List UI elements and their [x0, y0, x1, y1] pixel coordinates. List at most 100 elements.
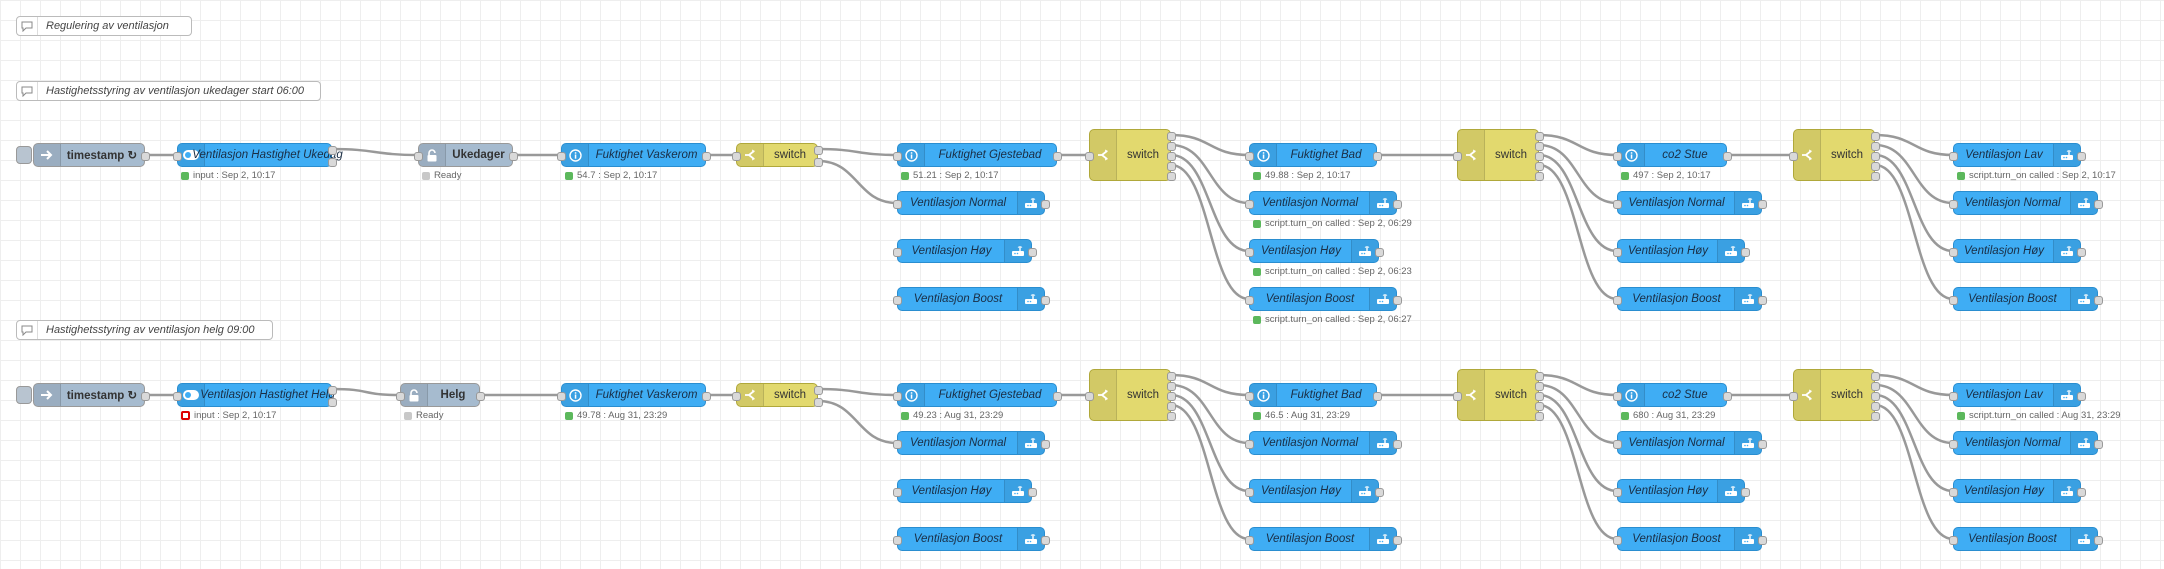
inject-node[interactable]: timestamp ↻ — [16, 383, 150, 407]
wire[interactable] — [1538, 373, 1618, 397]
output-port-1[interactable] — [1871, 371, 1880, 381]
sensor-node[interactable]: Fuktighet Bad — [1245, 383, 1382, 407]
service-node[interactable]: Ventilasjon Høy — [893, 239, 1037, 263]
output-port-3[interactable] — [1167, 151, 1176, 161]
output-port-1[interactable] — [1758, 199, 1767, 209]
output-port-1[interactable] — [1041, 439, 1050, 449]
output-port-1[interactable] — [1758, 295, 1767, 305]
wire[interactable] — [1538, 383, 1618, 445]
wire[interactable] — [1170, 383, 1250, 445]
output-port-1[interactable] — [1375, 247, 1384, 257]
input-port[interactable] — [1613, 391, 1622, 401]
output-port-1[interactable] — [1393, 439, 1402, 449]
input-port[interactable] — [1789, 391, 1798, 401]
output-port-1[interactable] — [2094, 295, 2103, 305]
output-port-5[interactable] — [1167, 411, 1176, 421]
wire[interactable] — [331, 147, 419, 157]
wire[interactable] — [1538, 143, 1618, 205]
output-port-1[interactable] — [2077, 487, 2086, 497]
wire[interactable] — [1874, 163, 1954, 301]
wire[interactable] — [1170, 143, 1250, 205]
output-port-1[interactable] — [1053, 391, 1062, 401]
output-port-1[interactable] — [1393, 199, 1402, 209]
output-port-2[interactable] — [328, 397, 337, 407]
inject-trigger-button[interactable] — [16, 146, 32, 164]
input-port[interactable] — [1245, 199, 1254, 209]
output-port-1[interactable] — [1723, 391, 1732, 401]
input-port[interactable] — [893, 487, 902, 497]
output-port-1[interactable] — [1723, 151, 1732, 161]
wire[interactable] — [1874, 403, 1954, 541]
sensor-node[interactable]: Fuktighet Vaskerom — [557, 143, 711, 167]
service-node[interactable]: Ventilasjon Høy — [893, 479, 1037, 503]
state-node[interactable]: Ventilasjon Hastighet Helg — [173, 383, 337, 407]
input-port[interactable] — [1613, 487, 1622, 497]
output-port-1[interactable] — [2094, 535, 2103, 545]
output-port-1[interactable] — [1741, 487, 1750, 497]
wire[interactable] — [1538, 403, 1618, 541]
output-port-1[interactable] — [1741, 247, 1750, 257]
input-port[interactable] — [396, 391, 405, 401]
input-port[interactable] — [1245, 535, 1254, 545]
wire[interactable] — [1538, 153, 1618, 253]
inject-node[interactable]: timestamp ↻ — [16, 143, 150, 167]
input-port[interactable] — [1949, 391, 1958, 401]
sensor-node[interactable]: Fuktighet Gjestebad — [893, 143, 1062, 167]
input-port[interactable] — [1245, 247, 1254, 257]
output-port-1[interactable] — [1758, 439, 1767, 449]
input-port[interactable] — [1453, 391, 1462, 401]
output-port-1[interactable] — [1041, 199, 1050, 209]
service-node[interactable]: Ventilasjon Boost — [1949, 527, 2103, 551]
input-port[interactable] — [1949, 487, 1958, 497]
wire[interactable] — [817, 399, 898, 445]
input-port[interactable] — [1245, 439, 1254, 449]
output-port-1[interactable] — [1167, 131, 1176, 141]
service-node[interactable]: Ventilasjon Boost — [1613, 287, 1767, 311]
service-node[interactable]: Ventilasjon Boost — [1245, 527, 1402, 551]
input-port[interactable] — [893, 295, 902, 305]
output-port-3[interactable] — [1167, 391, 1176, 401]
service-node[interactable]: Ventilasjon Lav — [1949, 143, 2086, 167]
output-port-1[interactable] — [1393, 535, 1402, 545]
service-node[interactable]: Ventilasjon Normal — [1949, 191, 2103, 215]
output-port-1[interactable] — [328, 385, 337, 395]
input-port[interactable] — [1453, 151, 1462, 161]
input-port[interactable] — [1085, 391, 1094, 401]
output-port-2[interactable] — [1535, 381, 1544, 391]
input-port[interactable] — [1613, 247, 1622, 257]
wire[interactable] — [1538, 393, 1618, 493]
output-port-1[interactable] — [476, 391, 485, 401]
wire[interactable] — [817, 147, 898, 157]
sensor-node[interactable]: co2 Stue — [1613, 143, 1732, 167]
output-port-2[interactable] — [1167, 381, 1176, 391]
output-port-2[interactable] — [1535, 141, 1544, 151]
output-port-4[interactable] — [1871, 161, 1880, 171]
input-port[interactable] — [1949, 439, 1958, 449]
service-node[interactable]: Ventilasjon Normal — [893, 431, 1050, 455]
output-port-3[interactable] — [1871, 391, 1880, 401]
input-port[interactable] — [1789, 151, 1798, 161]
output-port-1[interactable] — [702, 391, 711, 401]
wire[interactable] — [1170, 373, 1250, 397]
inject-trigger-button[interactable] — [16, 386, 32, 404]
wire[interactable] — [1874, 153, 1954, 253]
output-port-1[interactable] — [328, 145, 337, 155]
input-port[interactable] — [732, 151, 741, 161]
switch-node[interactable]: switch — [732, 383, 823, 407]
output-port-1[interactable] — [1373, 151, 1382, 161]
service-node[interactable]: Ventilasjon Boost — [1245, 287, 1402, 311]
service-node[interactable]: Ventilasjon Høy — [1613, 239, 1750, 263]
output-port-1[interactable] — [2077, 151, 2086, 161]
output-port-1[interactable] — [1373, 391, 1382, 401]
input-port[interactable] — [893, 439, 902, 449]
output-port-3[interactable] — [1535, 151, 1544, 161]
output-port-1[interactable] — [702, 151, 711, 161]
wire[interactable] — [817, 159, 898, 205]
output-port-1[interactable] — [1041, 535, 1050, 545]
comment-node[interactable]: Regulering av ventilasjon — [16, 16, 192, 36]
output-port-1[interactable] — [1041, 295, 1050, 305]
output-port-5[interactable] — [1167, 171, 1176, 181]
switch-node[interactable]: switch — [1085, 369, 1176, 421]
input-port[interactable] — [893, 535, 902, 545]
